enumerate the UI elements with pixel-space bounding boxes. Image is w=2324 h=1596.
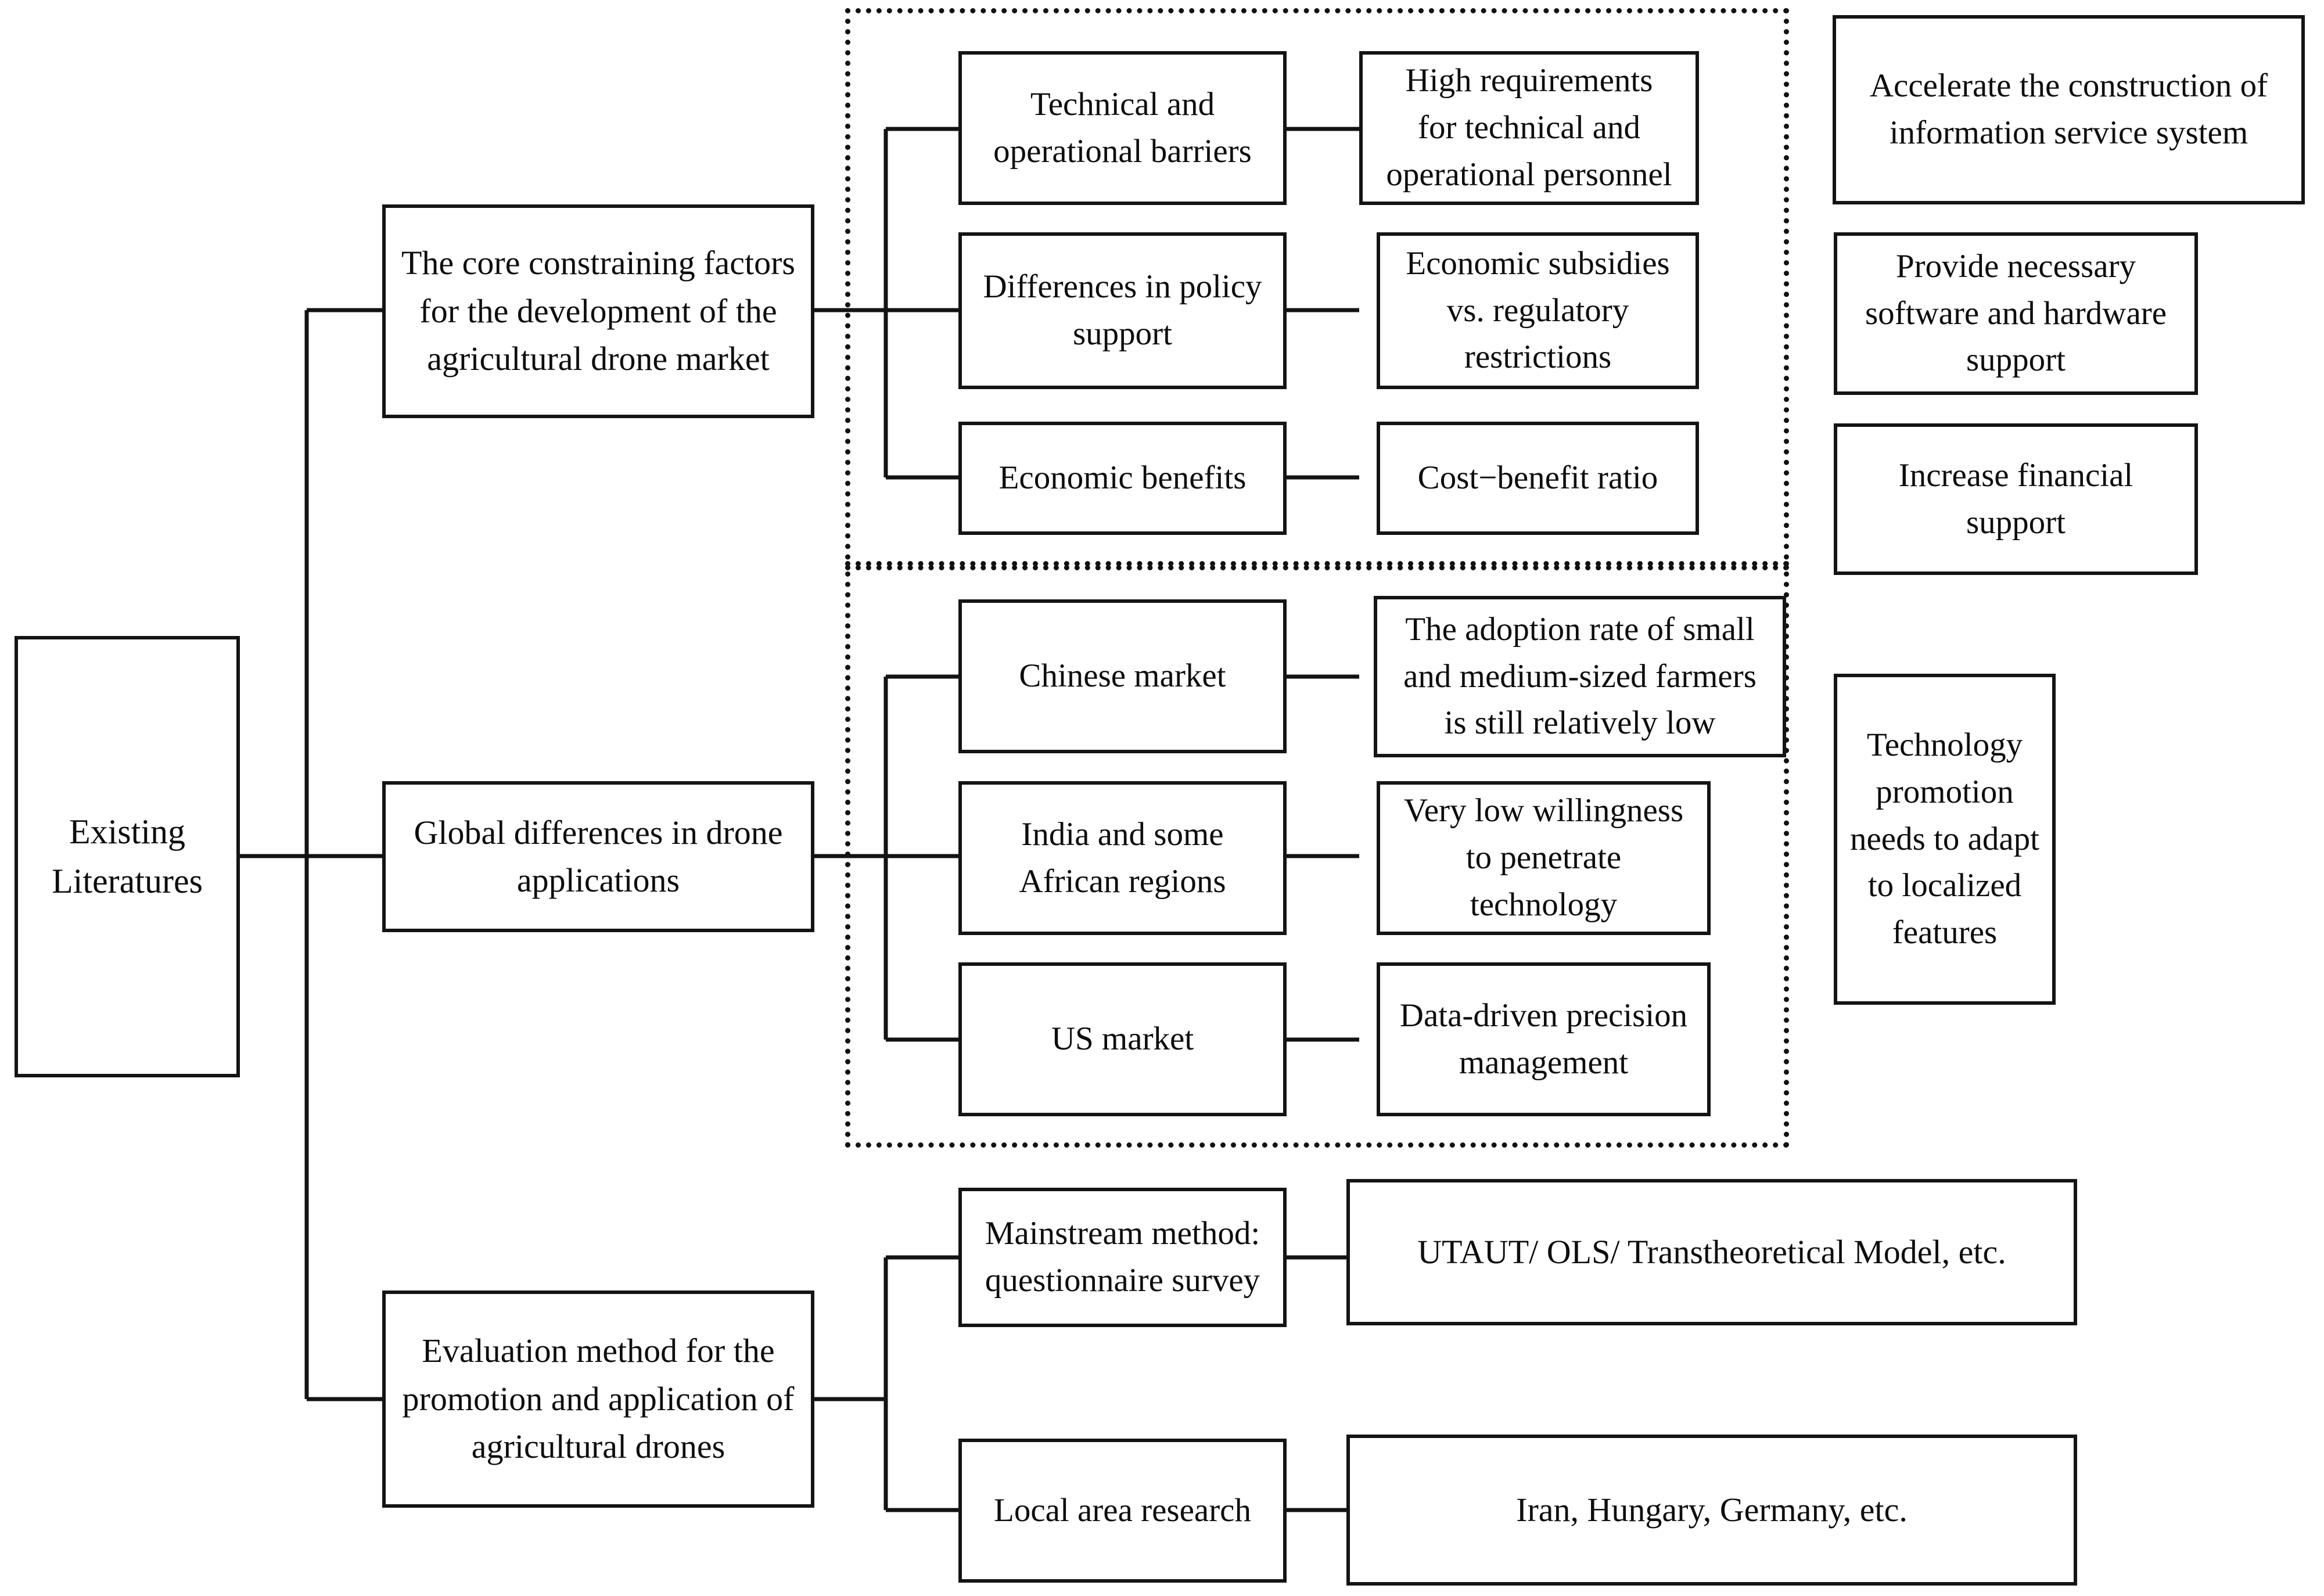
node-label: US market [1051,1020,1194,1058]
node-local-area-research[interactable]: Local area research [958,1439,1287,1583]
node-mainstream-method-questionnaire[interactable]: Mainstream method: questionnaire survey [958,1188,1287,1327]
node-label: Provide necessary software and hardware … [1865,247,2167,379]
node-label: Evaluation method for the promotion and … [402,1332,795,1466]
node-differences-in-policy-support[interactable]: Differences in policy support [958,232,1287,389]
node-label: UTAUT/ OLS/ Transtheoretical Model, etc. [1417,1232,2006,1271]
node-label: Technical and operational barriers [993,85,1252,170]
node-label: Cost−benefit ratio [1417,459,1658,497]
node-label: Very low willingness to penetrate techno… [1403,792,1684,923]
node-label: Technology promotion needs to adapt to l… [1849,726,2040,951]
node-utaut-ols-transtheoretical-model[interactable]: UTAUT/ OLS/ Transtheoretical Model, etc. [1346,1179,2077,1325]
node-adoption-rate-small-medium-farmers[interactable]: The adoption rate of small and medium-si… [1374,596,1786,757]
node-economic-subsidies-vs-regulatory[interactable]: Economic subsidies vs. regulatory restri… [1377,232,1699,389]
node-label: Existing Literatures [52,812,203,900]
node-us-market[interactable]: US market [958,962,1287,1116]
node-label: The adoption rate of small and medium-si… [1403,610,1757,742]
node-label: Local area research [994,1491,1251,1529]
node-global-differences[interactable]: Global differences in drone applications [382,781,814,932]
node-chinese-market[interactable]: Chinese market [958,599,1287,753]
node-label: Economic subsidies vs. regulatory restri… [1406,245,1670,376]
node-increase-financial-support[interactable]: Increase financial support [1834,423,2198,575]
node-label: India and some African regions [1019,815,1226,900]
node-very-low-willingness[interactable]: Very low willingness to penetrate techno… [1377,781,1711,935]
node-label: Iran, Hungary, Germany, etc. [1516,1490,1908,1529]
node-accelerate-information-service-system[interactable]: Accelerate the construction of informati… [1833,15,2305,204]
node-india-african-regions[interactable]: India and some African regions [958,781,1287,935]
node-evaluation-method[interactable]: Evaluation method for the promotion and … [382,1291,814,1508]
node-root-existing-literatures[interactable]: Existing Literatures [15,636,240,1077]
node-label: High requirements for technical and oper… [1386,62,1672,193]
node-provide-software-hardware-support[interactable]: Provide necessary software and hardware … [1834,232,2198,395]
node-label: Data-driven precision management [1399,997,1688,1081]
node-data-driven-precision-management[interactable]: Data-driven precision management [1377,962,1711,1116]
node-label: Economic benefits [998,459,1247,497]
node-label: The core constraining factors for the de… [401,244,795,378]
node-label: Chinese market [1019,657,1226,695]
node-technology-promotion-localized-features[interactable]: Technology promotion needs to adapt to l… [1834,674,2056,1005]
node-label: Global differences in drone applications [414,813,783,899]
node-label: Mainstream method: questionnaire survey [985,1215,1260,1299]
node-label: Accelerate the construction of informati… [1869,67,2268,151]
node-high-requirements-personnel[interactable]: High requirements for technical and oper… [1359,51,1699,205]
node-label: Increase financial support [1898,456,2133,541]
node-economic-benefits[interactable]: Economic benefits [958,422,1287,535]
node-core-constraining-factors[interactable]: The core constraining factors for the de… [382,204,814,418]
node-iran-hungary-germany[interactable]: Iran, Hungary, Germany, etc. [1346,1435,2077,1586]
node-label: Differences in policy support [983,268,1262,352]
node-technical-operational-barriers[interactable]: Technical and operational barriers [958,51,1287,205]
node-cost-benefit-ratio[interactable]: Cost−benefit ratio [1377,422,1699,535]
